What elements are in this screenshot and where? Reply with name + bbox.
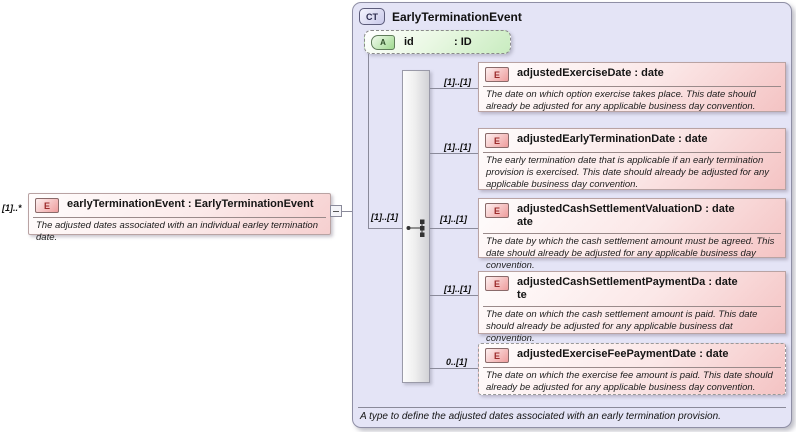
sequence-compositor[interactable] bbox=[402, 70, 430, 383]
element-badge-icon: E bbox=[485, 348, 509, 363]
branch-line bbox=[430, 88, 478, 89]
element-description: The date by which the cash settlement am… bbox=[486, 236, 775, 271]
trunk-line bbox=[368, 228, 402, 229]
complex-type-header: CT EarlyTerminationEvent bbox=[359, 8, 522, 25]
branch-line bbox=[430, 153, 478, 154]
branch-line bbox=[430, 228, 478, 229]
element-box-adjustedCashSettlementValuationDate[interactable]: E adjustedCashSettlementValuationD : dat… bbox=[478, 198, 786, 271]
element-badge-icon: E bbox=[485, 203, 509, 218]
root-element-description: The adjusted dates associated with an in… bbox=[36, 220, 318, 243]
branch-line bbox=[430, 295, 478, 296]
element-title: adjustedExerciseDate : date bbox=[517, 67, 664, 79]
root-element-box[interactable]: E earlyTerminationEvent : EarlyTerminati… bbox=[28, 193, 331, 243]
complex-type-annotation: A type to define the adjusted dates asso… bbox=[360, 411, 721, 422]
collapse-toggle[interactable] bbox=[330, 205, 342, 217]
element-title: adjustedExerciseFeePaymentDate : date bbox=[517, 348, 729, 360]
root-element-title: earlyTerminationEvent : EarlyTermination… bbox=[67, 198, 314, 210]
branch-line bbox=[430, 368, 478, 369]
element-cardinality: [1]..[1] bbox=[444, 77, 471, 87]
element-box-adjustedExerciseDate[interactable]: E adjustedExerciseDate : date The date o… bbox=[478, 62, 786, 112]
element-title-overflow: te bbox=[517, 289, 527, 301]
divider bbox=[483, 152, 781, 153]
attribute-badge-icon: A bbox=[371, 34, 395, 50]
element-cardinality: [1]..[1] bbox=[444, 284, 471, 294]
complex-type-title: EarlyTerminationEvent bbox=[392, 9, 522, 24]
attribute-name: id bbox=[404, 36, 414, 48]
element-badge-icon: E bbox=[35, 198, 59, 213]
element-badge-icon: E bbox=[485, 276, 509, 291]
divider bbox=[33, 217, 326, 218]
attribute-type: : ID bbox=[454, 36, 472, 48]
element-cardinality: 0..[1] bbox=[446, 357, 468, 367]
element-description: The early termination date that is appli… bbox=[486, 155, 770, 190]
element-badge-icon: E bbox=[485, 67, 509, 82]
complex-type-badge-icon: CT bbox=[359, 8, 385, 25]
element-cardinality: [1]..[1] bbox=[440, 214, 467, 224]
element-description: The date on which option exercise takes … bbox=[486, 89, 756, 112]
sequence-cardinality: [1]..[1] bbox=[371, 212, 398, 222]
element-badge-icon: E bbox=[485, 133, 509, 148]
element-title: adjustedCashSettlementValuationD : date bbox=[517, 203, 735, 215]
trunk-line bbox=[368, 54, 369, 228]
annotation-divider bbox=[358, 407, 786, 408]
root-cardinality: [1]..* bbox=[2, 203, 22, 213]
element-cardinality: [1]..[1] bbox=[444, 142, 471, 152]
divider bbox=[483, 233, 781, 234]
element-box-adjustedCashSettlementPaymentDate[interactable]: E adjustedCashSettlementPaymentDa : date… bbox=[478, 271, 786, 344]
element-description: The date on which the exercise fee amoun… bbox=[486, 370, 773, 393]
element-box-adjustedEarlyTerminationDate[interactable]: E adjustedEarlyTerminationDate : date Th… bbox=[478, 128, 786, 190]
divider bbox=[483, 367, 781, 368]
sequence-icon bbox=[406, 219, 425, 237]
divider bbox=[483, 86, 781, 87]
element-title: adjustedCashSettlementPaymentDa : date bbox=[517, 276, 738, 288]
element-description: The date on which the cash settlement am… bbox=[486, 309, 758, 344]
attribute-box-id[interactable]: A id : ID bbox=[364, 30, 511, 54]
element-title-overflow: ate bbox=[517, 216, 533, 228]
divider bbox=[483, 306, 781, 307]
connector-line bbox=[342, 211, 352, 212]
element-box-adjustedExerciseFeePaymentDate[interactable]: E adjustedExerciseFeePaymentDate : date … bbox=[478, 343, 786, 395]
element-title: adjustedEarlyTerminationDate : date bbox=[517, 133, 708, 145]
